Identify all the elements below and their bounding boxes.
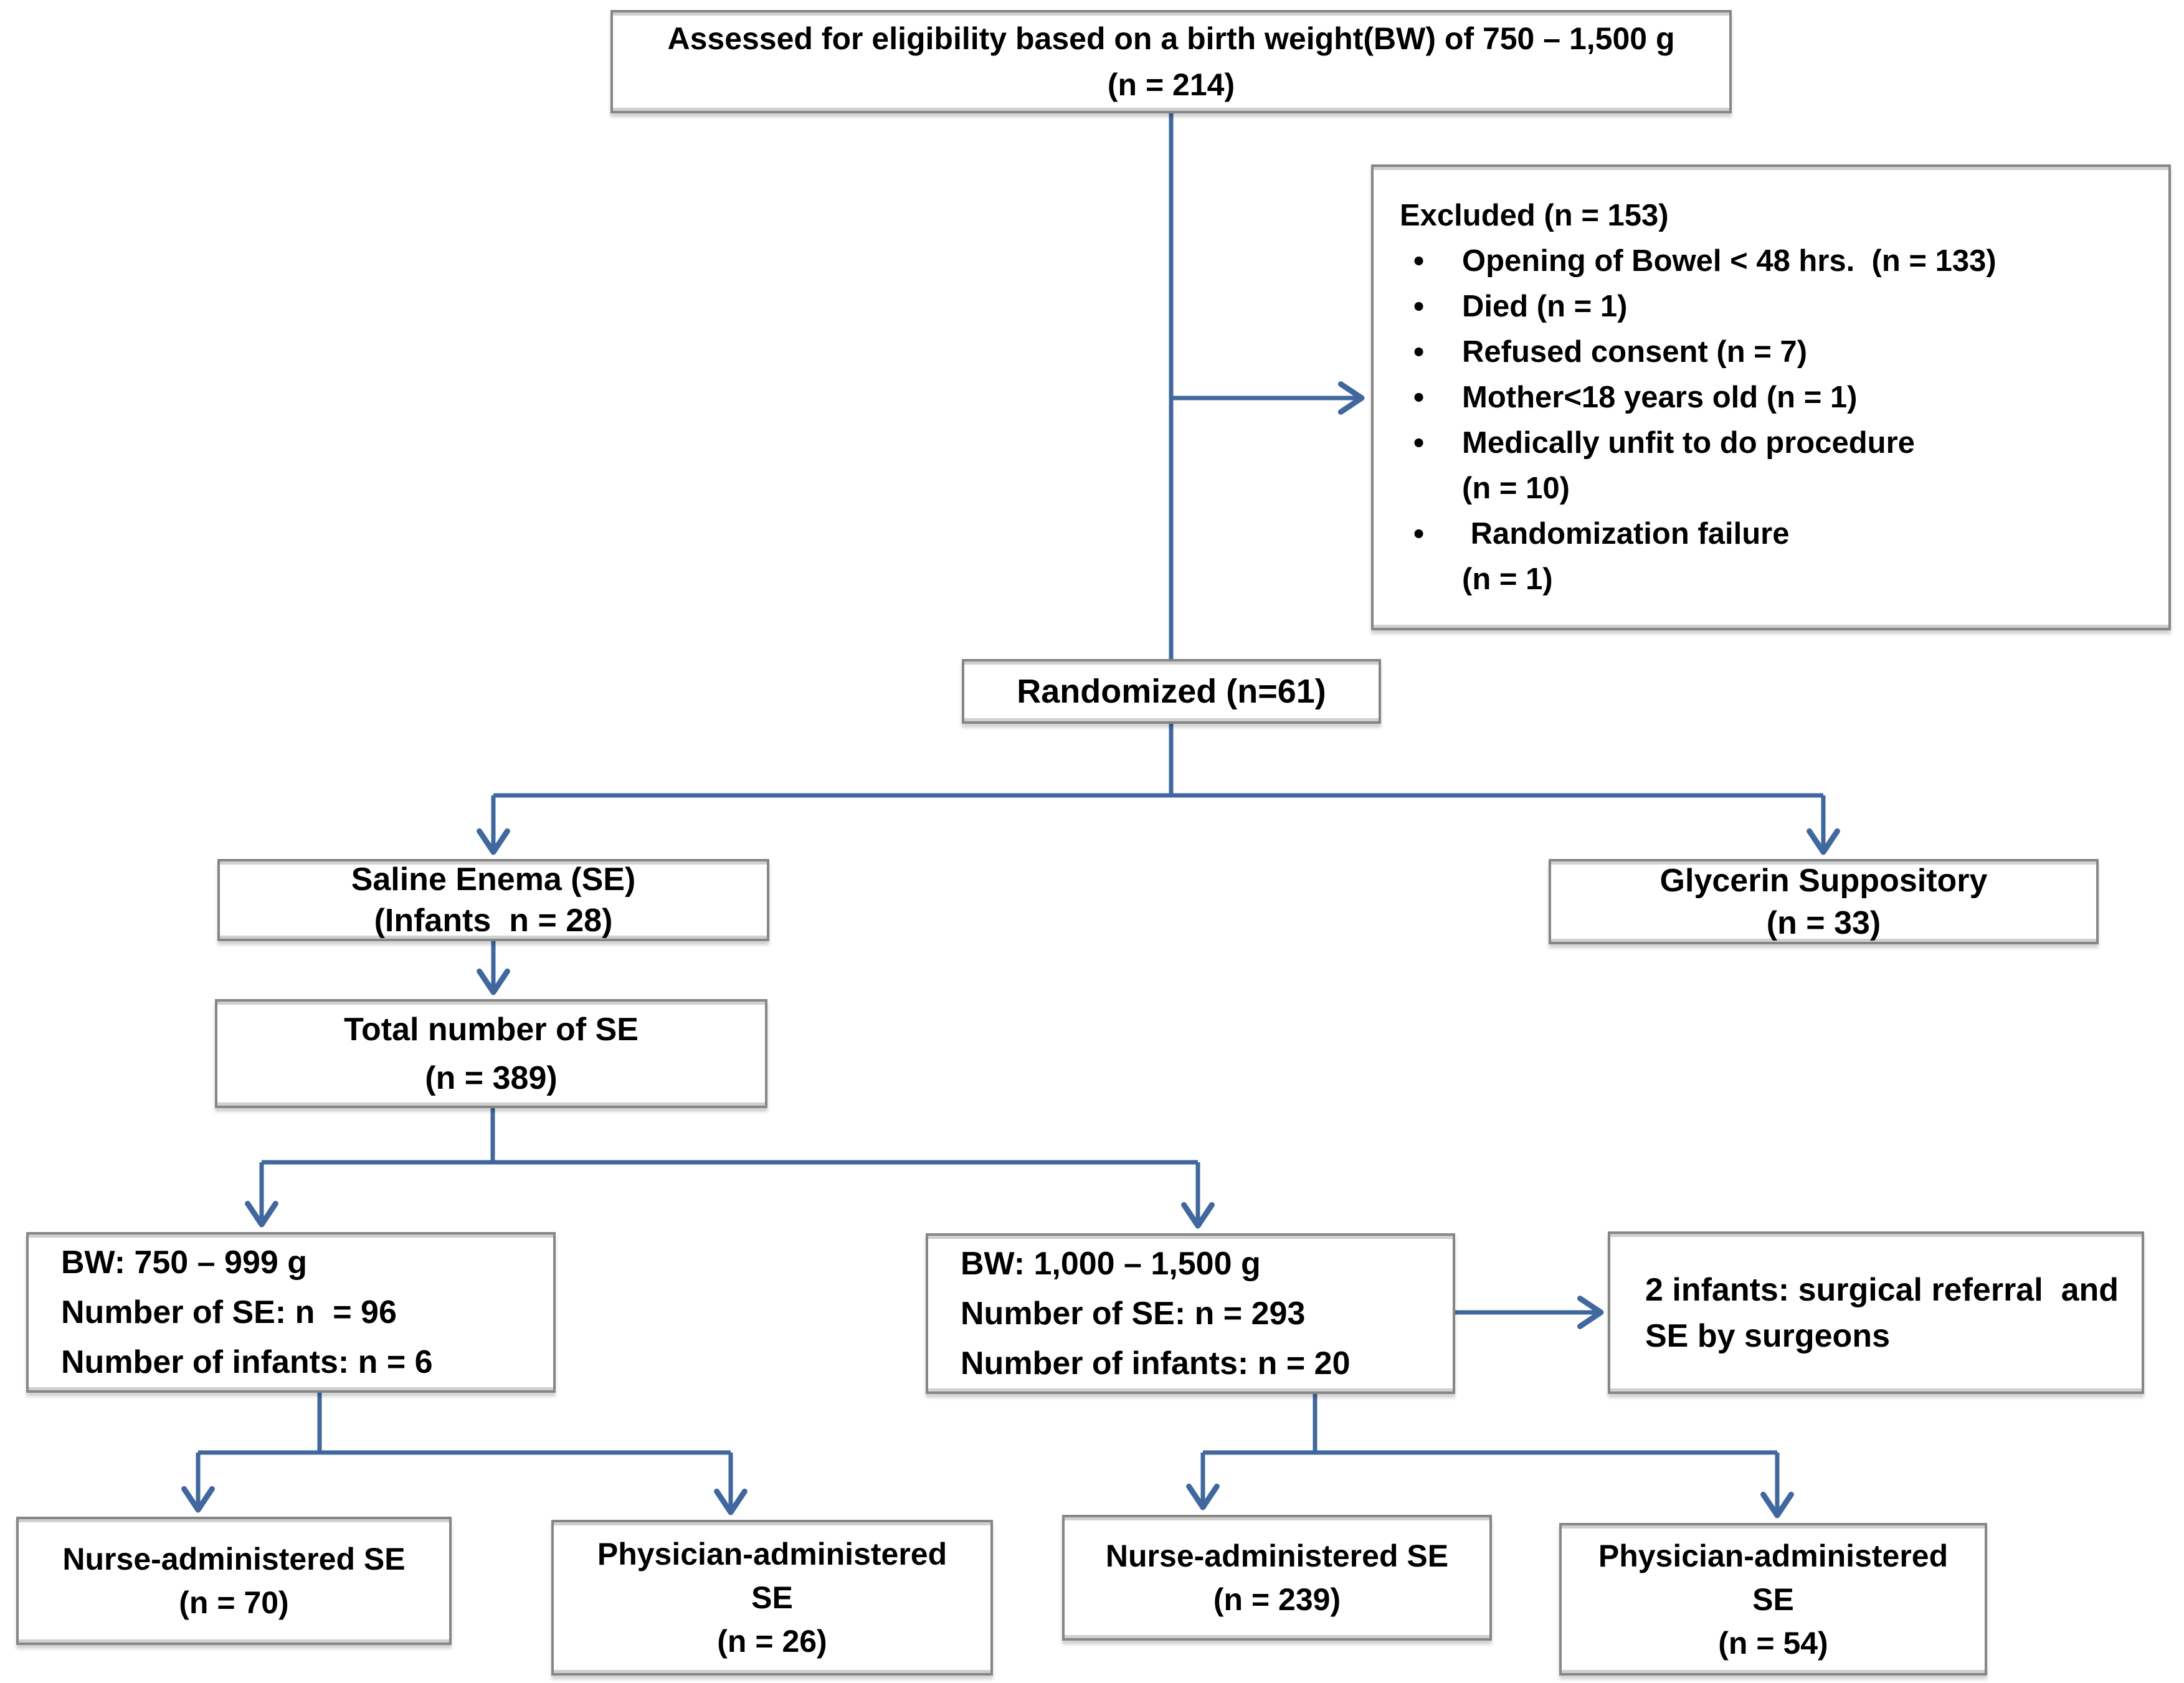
randomized-label: Randomized (n=61) (1017, 673, 1326, 710)
total-se-label: Total number of SE (344, 1011, 639, 1048)
surgical-referral-box: 2 infants: surgical referral and SE by s… (1608, 1231, 2144, 1394)
nurse-high-label: Nurse-administered SE (1105, 1538, 1449, 1573)
bullet-icon: • (1413, 425, 1425, 460)
saline-count: (Infants n = 28) (374, 903, 613, 939)
glycerin-count: (n = 33) (1766, 904, 1881, 941)
nurse-administered-se-high-box: Nurse-administered SE (n = 239) (1062, 1515, 1492, 1641)
bullet-spacer (1400, 557, 1462, 602)
physician-high-count: (n = 54) (1718, 1625, 1828, 1661)
total-se-count: (n = 389) (425, 1060, 558, 1096)
excluded-item-text: Medically unfit to do procedure (1462, 425, 1915, 460)
bullet-icon: • (1413, 516, 1425, 551)
physician-administered-se-low-box: Physician-administered SE (n = 26) (551, 1520, 993, 1676)
bw-high-range: BW: 1,000 – 1,500 g (961, 1246, 1261, 1282)
physician-high-label: Physician-administered (1598, 1538, 1949, 1573)
excluded-item-text: (n = 1) (1462, 562, 1553, 596)
bullet-icon: • (1413, 380, 1425, 414)
assessed-eligibility-box: Assessed for eligibility based on a birt… (610, 10, 1732, 113)
randomized-box: Randomized (n=61) (962, 659, 1381, 724)
bw-low-infant-count: Number of infants: n = 6 (61, 1344, 433, 1380)
saline-label: Saline Enema (SE) (351, 861, 636, 898)
nurse-low-count: (n = 70) (179, 1585, 289, 1620)
bw-low-range: BW: 750 – 999 g (61, 1244, 308, 1281)
assessed-count: (n = 214) (1107, 67, 1235, 102)
surgical-line-2: SE by surgeons (1645, 1317, 1890, 1354)
excluded-title: Excluded (n = 153) (1400, 198, 1669, 232)
surgical-line-1: 2 infants: surgical referral and (1645, 1271, 2119, 1308)
excluded-item: • Opening of Bowel < 48 hrs. (n = 133) (1400, 239, 1996, 284)
excluded-item: • Medically unfit to do procedure (1400, 420, 1915, 466)
excluded-item-continuation: (n = 1) (1400, 557, 1553, 602)
excluded-item-continuation: (n = 10) (1400, 466, 1570, 511)
excluded-item: • Refused consent (n = 7) (1400, 329, 1807, 375)
physician-low-label-2: SE (751, 1580, 793, 1615)
excluded-item-text: Refused consent (n = 7) (1462, 334, 1808, 369)
bw-high-infant-count: Number of infants: n = 20 (961, 1345, 1351, 1382)
bullet-icon: • (1413, 289, 1425, 323)
bw-high-se-count: Number of SE: n = 293 (961, 1296, 1306, 1332)
excluded-item: • Died (n = 1) (1400, 284, 1627, 329)
excluded-item-text: Opening of Bowel < 48 hrs. (n = 133) (1462, 244, 1996, 278)
physician-low-count: (n = 26) (717, 1624, 827, 1659)
nurse-low-label: Nurse-administered SE (62, 1542, 406, 1576)
physician-administered-se-high-box: Physician-administered SE (n = 54) (1559, 1523, 1987, 1676)
excluded-item-text: Mother<18 years old (n = 1) (1462, 380, 1858, 414)
assessed-line-1: Assessed for eligibility based on a birt… (667, 21, 1675, 56)
glycerin-label: Glycerin Suppository (1659, 862, 1988, 899)
physician-high-label-2: SE (1752, 1581, 1794, 1617)
excluded-item: • Randomization failure (1400, 511, 1789, 557)
excluded-item: • Mother<18 years old (n = 1) (1400, 375, 1858, 420)
excluded-box: Excluded (n = 153) • Opening of Bowel < … (1371, 164, 2171, 630)
saline-enema-box: Saline Enema (SE) (Infants n = 28) (217, 859, 769, 941)
excluded-item-text: Randomization failure (1462, 516, 1790, 551)
nurse-administered-se-low-box: Nurse-administered SE (n = 70) (16, 1517, 452, 1645)
total-se-box: Total number of SE (n = 389) (215, 999, 767, 1108)
excluded-item-text: (n = 10) (1462, 471, 1570, 505)
bw-low-se-count: Number of SE: n = 96 (61, 1294, 397, 1330)
bw-1000-1500-box: BW: 1,000 – 1,500 g Number of SE: n = 29… (926, 1233, 1455, 1394)
bw-750-999-box: BW: 750 – 999 g Number of SE: n = 96 Num… (26, 1232, 556, 1393)
glycerin-suppository-box: Glycerin Suppository (n = 33) (1549, 859, 2099, 944)
nurse-high-count: (n = 239) (1213, 1582, 1341, 1617)
bullet-icon: • (1413, 334, 1425, 369)
bullet-spacer (1400, 466, 1462, 511)
physician-low-label: Physician-administered (597, 1537, 947, 1572)
excluded-item-text: Died (n = 1) (1462, 289, 1628, 323)
bullet-icon: • (1413, 244, 1425, 278)
